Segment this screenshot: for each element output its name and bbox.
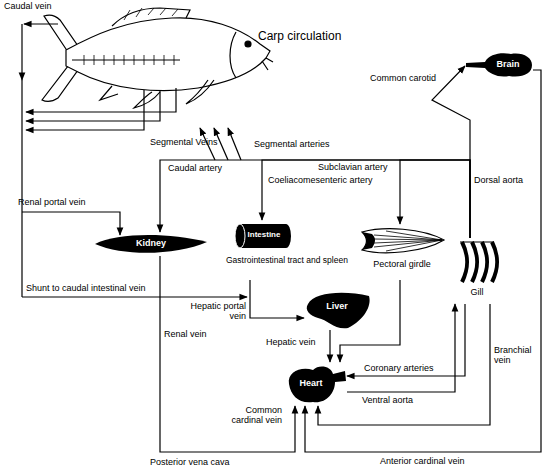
gill-organ: Gill xyxy=(452,238,502,304)
vessel-label: Caudal artery xyxy=(168,164,222,174)
gill-cover xyxy=(230,32,236,78)
fin-rays xyxy=(124,8,178,20)
organ-shape xyxy=(95,235,207,253)
fish-mouth xyxy=(262,58,273,70)
pelvic-fin xyxy=(134,92,160,108)
organ-shape xyxy=(362,229,444,253)
organ-name: Intestine xyxy=(238,231,290,240)
organ-name: Liver xyxy=(312,302,362,312)
organ-shape xyxy=(362,232,375,250)
vessel-connector xyxy=(250,280,304,318)
vessel-label: Renal portal vein xyxy=(18,198,86,208)
vessel-connector xyxy=(160,160,470,238)
liver-organ: Liver xyxy=(304,290,372,330)
vessel-connector xyxy=(160,256,295,452)
vessel-connector xyxy=(432,66,470,238)
organ-shape xyxy=(307,293,370,329)
vessel-label: Common carotid xyxy=(370,74,436,84)
vessel-label: Branchial vein xyxy=(494,346,536,366)
vessel-label: Dorsal aorta xyxy=(474,176,523,186)
vessel-label: Subclavian artery xyxy=(318,163,388,173)
vessel-connector xyxy=(347,304,465,376)
diagram-title: Carp circulation xyxy=(258,30,341,43)
organ-name: Brain xyxy=(485,60,531,70)
brain-organ: Brain xyxy=(465,52,533,78)
organ-shape xyxy=(374,231,442,251)
vessel-label: Renal vein xyxy=(164,330,207,340)
vein-line xyxy=(21,80,22,297)
fish-body xyxy=(66,18,270,91)
vessel-connector xyxy=(262,160,470,238)
organ-name: Pectoral girdle xyxy=(356,260,448,270)
vessel-label: Ventral aorta xyxy=(362,396,413,406)
pectoral-girdle: Pectoral girdle xyxy=(356,224,448,280)
organ-caption: Gastrointestinal tract and spleen xyxy=(226,256,350,265)
organ-outline xyxy=(356,224,448,280)
organ-shape xyxy=(466,53,532,76)
vessel-connector xyxy=(347,304,455,392)
organ-name: Gill xyxy=(452,288,502,298)
organ-shape xyxy=(462,242,497,282)
organ-outline xyxy=(226,220,350,280)
organ-name: Heart xyxy=(289,379,333,389)
vessel-connector xyxy=(329,330,330,362)
vessel-label: Anterior cardinal vein xyxy=(380,457,465,467)
vessel-label: Hepatic vein xyxy=(266,338,316,348)
renal-portal-line xyxy=(22,212,120,235)
organ-shape xyxy=(235,224,245,248)
fish-eye xyxy=(245,41,251,47)
dorsal-fin xyxy=(112,8,190,26)
vessel-connector xyxy=(400,160,470,238)
vein-line xyxy=(24,23,58,24)
anal-fin xyxy=(100,86,118,100)
vessel-label: Hepatic portal vein xyxy=(186,302,246,322)
vessel-label: Segmental Veins xyxy=(150,138,218,148)
organ-shape xyxy=(235,224,291,248)
kidney-organ: Kidney xyxy=(95,232,207,256)
segmental-vein-line xyxy=(26,88,176,112)
segment-ticks xyxy=(84,55,174,65)
intestine-organ: IntestineGastrointestinal tract and sple… xyxy=(226,220,350,280)
vessel-label: Shunt to caudal intestinal vein xyxy=(26,284,146,294)
vessel-label: Common cardinal vein xyxy=(226,406,282,426)
vessel-label: Segmental arteries xyxy=(254,140,330,150)
segmental-vein-line xyxy=(26,90,144,130)
shunt-line xyxy=(22,296,247,297)
vessel-label: Coronary arteries xyxy=(364,364,434,374)
organ-shape xyxy=(460,241,494,242)
organ-shape xyxy=(289,367,346,403)
pectoral-fin xyxy=(186,80,214,104)
vein-line xyxy=(21,24,22,80)
organ-name: Kidney xyxy=(95,239,207,249)
segmental-vein-line xyxy=(26,90,160,121)
vessel-label: Caudal vein xyxy=(4,2,52,12)
heart-organ: Heart xyxy=(285,362,347,406)
vessel-label: Coeliacomesenteric artery xyxy=(268,176,373,186)
vessel-label: Posterior vena cava xyxy=(150,458,230,468)
segmental-artery-line xyxy=(228,128,241,160)
